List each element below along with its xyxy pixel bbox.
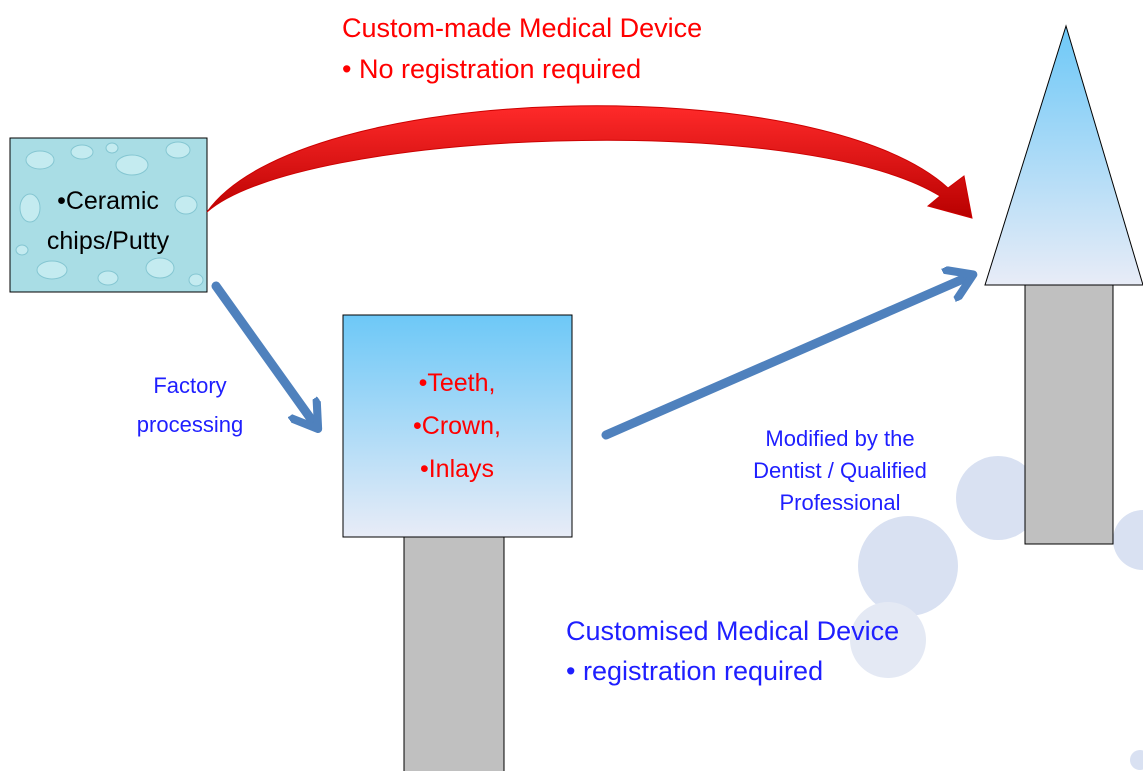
custom-made-arrow: [206, 105, 973, 219]
customised-bullet: • registration required: [566, 656, 823, 686]
dentist-modification-arrow: [601, 276, 970, 440]
modified-label-line-2: Dentist / Qualified: [753, 458, 927, 483]
raw-material-line-2: chips/Putty: [47, 227, 170, 255]
decor-circle: [1130, 750, 1143, 770]
factory-label-line-2: processing: [137, 412, 243, 437]
decor-circle: [850, 602, 926, 678]
final-device-triangle: [984, 24, 1143, 286]
final-device-stem: [1024, 284, 1114, 545]
product-inlays: •Inlays: [420, 455, 494, 483]
product-crown: •Crown,: [413, 412, 501, 440]
modified-label-line-1: Modified by the: [765, 426, 914, 451]
product-stem: [403, 535, 505, 771]
decor-circle: [1113, 510, 1143, 570]
raw-material-line-1: •Ceramic: [57, 187, 159, 215]
decorative-circles: [850, 456, 1143, 770]
custom-made-bullet: • No registration required: [342, 54, 641, 84]
custom-made-title: Custom-made Medical Device: [342, 13, 702, 43]
factory-processing-arrow: [211, 281, 316, 426]
final-device: [984, 24, 1143, 545]
product-teeth: •Teeth,: [419, 369, 496, 397]
factory-label-line-1: Factory: [153, 373, 226, 398]
decor-circle: [956, 456, 1040, 540]
product-box: [342, 314, 573, 538]
raw-material-box: •Ceramic chips/Putty: [9, 137, 208, 293]
factory-product: •Teeth, •Crown, •Inlays: [342, 314, 573, 771]
customised-title: Customised Medical Device: [566, 616, 899, 646]
decor-circle: [858, 516, 958, 616]
modified-label-line-3: Professional: [779, 490, 900, 515]
water-droplet-texture: [15, 141, 204, 287]
